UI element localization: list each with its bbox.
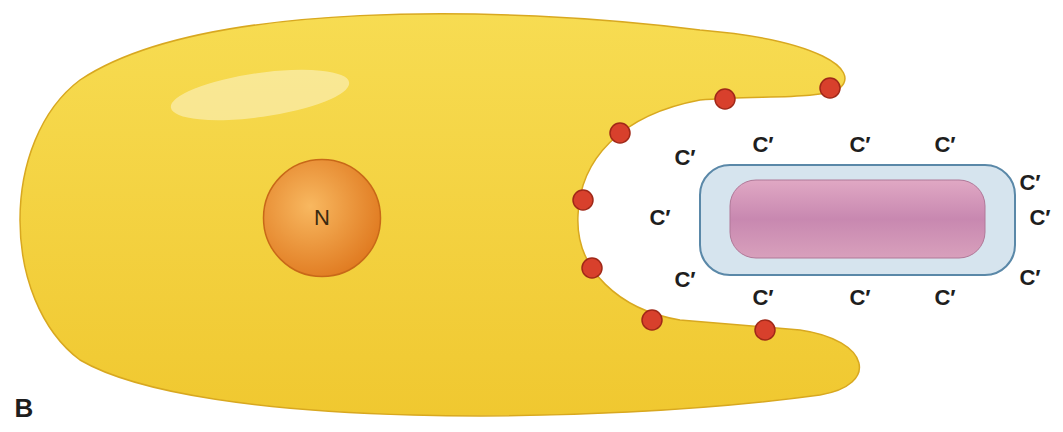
complement-label: C′ xyxy=(752,132,773,158)
complement-label: C′ xyxy=(849,132,870,158)
complement-label: C′ xyxy=(1019,265,1040,291)
complement-label: C′ xyxy=(674,145,695,171)
complement-label: C′ xyxy=(934,132,955,158)
complement-label: C′ xyxy=(1019,170,1040,196)
cell-highlight xyxy=(168,61,352,130)
complement-label: C′ xyxy=(849,285,870,311)
complement-label: C′ xyxy=(674,267,695,293)
receptor-dots xyxy=(573,78,840,340)
bacterium xyxy=(700,165,1015,275)
panel-letter: B xyxy=(15,393,34,424)
complement-label: C′ xyxy=(649,205,670,231)
complement-label: C′ xyxy=(752,285,773,311)
complement-label: C′ xyxy=(1029,205,1050,231)
complement-label: C′ xyxy=(934,285,955,311)
nucleus-label: N xyxy=(314,205,330,231)
nucleus: N xyxy=(262,158,382,278)
